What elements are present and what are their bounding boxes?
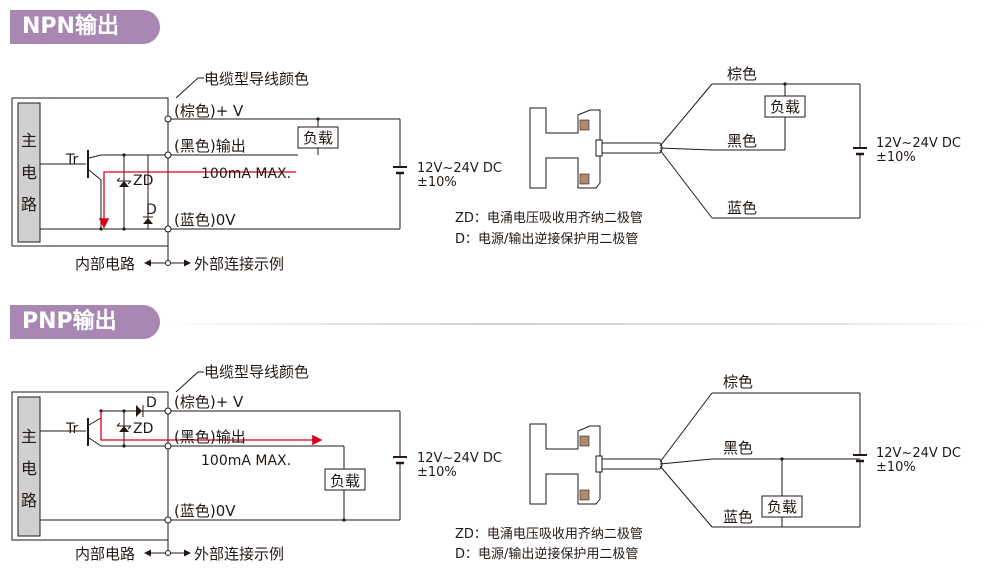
npn-supply-line1: 12V~24V DC xyxy=(417,161,502,176)
section-divider xyxy=(165,323,980,325)
pnp-bottom-right: 外部连接示例 xyxy=(194,545,284,563)
pnp-section-title: PNP输出 xyxy=(10,305,160,339)
npn-transistor-label: Tr xyxy=(65,152,78,168)
npn-internal-circuit: 主 电 路 负载 xyxy=(11,77,407,267)
npn-note-d: D：电源/输出逆接保护用二极管 xyxy=(455,231,638,247)
pnp-wiring-blue: 蓝色 xyxy=(723,508,753,526)
pnp-main-circuit-box xyxy=(17,396,41,537)
pnp-bottom-left: 内部电路 xyxy=(75,545,135,563)
npn-main-circuit-char3: 路 xyxy=(21,195,37,214)
npn-zener-label: ZD xyxy=(133,173,153,189)
npn-supply-line2: ±10% xyxy=(417,175,457,190)
pnp-wiring-load: 负载 xyxy=(767,498,797,516)
pnp-supply-line2: ±10% xyxy=(417,465,457,480)
npn-main-circuit-box xyxy=(17,102,41,243)
pnp-main-circuit-char1: 主 xyxy=(21,427,37,446)
npn-wiring-supply1: 12V~24V DC xyxy=(876,136,961,151)
pnp-sensor xyxy=(529,392,867,528)
npn-load-label: 负载 xyxy=(303,129,333,147)
pnp-max-current: 100mA MAX. xyxy=(201,453,291,469)
pnp-black-terminal: (黑色)输出 xyxy=(174,428,246,446)
npn-diode-label: D xyxy=(146,202,157,218)
pnp-brown-terminal: (棕色)+ V xyxy=(174,393,244,411)
npn-black-terminal: (黑色)输出 xyxy=(174,137,246,155)
pnp-note-d: D：电源/输出逆接保护用二极管 xyxy=(455,546,638,562)
npn-cable-label: 电缆型导线颜色 xyxy=(204,70,309,88)
npn-bottom-right: 外部连接示例 xyxy=(194,255,284,273)
pnp-wiring-brown: 棕色 xyxy=(723,373,753,391)
npn-max-current: 100mA MAX. xyxy=(201,166,291,182)
pnp-wiring-supply2: ±10% xyxy=(876,460,916,475)
pnp-supply-line1: 12V~24V DC xyxy=(417,451,502,466)
pnp-diode-label: D xyxy=(146,395,157,411)
npn-wiring-black: 黑色 xyxy=(727,132,757,150)
npn-wiring-load: 负载 xyxy=(770,98,800,116)
pnp-main-circuit-char3: 路 xyxy=(21,491,37,510)
npn-brown-terminal: (棕色)+ V xyxy=(174,102,244,120)
npn-sensor xyxy=(529,82,867,219)
pnp-transistor-label: Tr xyxy=(65,421,78,437)
pnp-note-zd: ZD：电涌电压吸收用齐纳二极管 xyxy=(455,526,643,542)
pnp-load-box xyxy=(324,468,366,491)
npn-blue-terminal: (蓝色)0V xyxy=(174,211,236,229)
npn-section-title: NPN输出 xyxy=(10,10,160,44)
pnp-blue-terminal: (蓝色)0V xyxy=(174,502,236,520)
npn-note-zd: ZD：电涌电压吸收用齐纳二极管 xyxy=(455,210,643,226)
pnp-cable-label: 电缆型导线颜色 xyxy=(204,363,309,381)
npn-main-circuit-char1: 主 xyxy=(21,131,37,150)
npn-bottom-left: 内部电路 xyxy=(75,255,135,273)
npn-wiring-blue: 蓝色 xyxy=(727,199,757,217)
pnp-load-label: 负载 xyxy=(330,472,360,490)
pnp-wiring-black: 黑色 xyxy=(723,439,753,457)
npn-wiring-supply2: ±10% xyxy=(876,150,916,165)
npn-wiring-brown: 棕色 xyxy=(727,65,757,83)
pnp-zener-label: ZD xyxy=(133,421,153,437)
pnp-internal-circuit: 主 电 路 xyxy=(11,371,407,557)
npn-main-circuit-char2: 电 xyxy=(21,163,37,182)
pnp-main-circuit-char2: 电 xyxy=(21,459,37,478)
pnp-wiring-supply1: 12V~24V DC xyxy=(876,446,961,461)
